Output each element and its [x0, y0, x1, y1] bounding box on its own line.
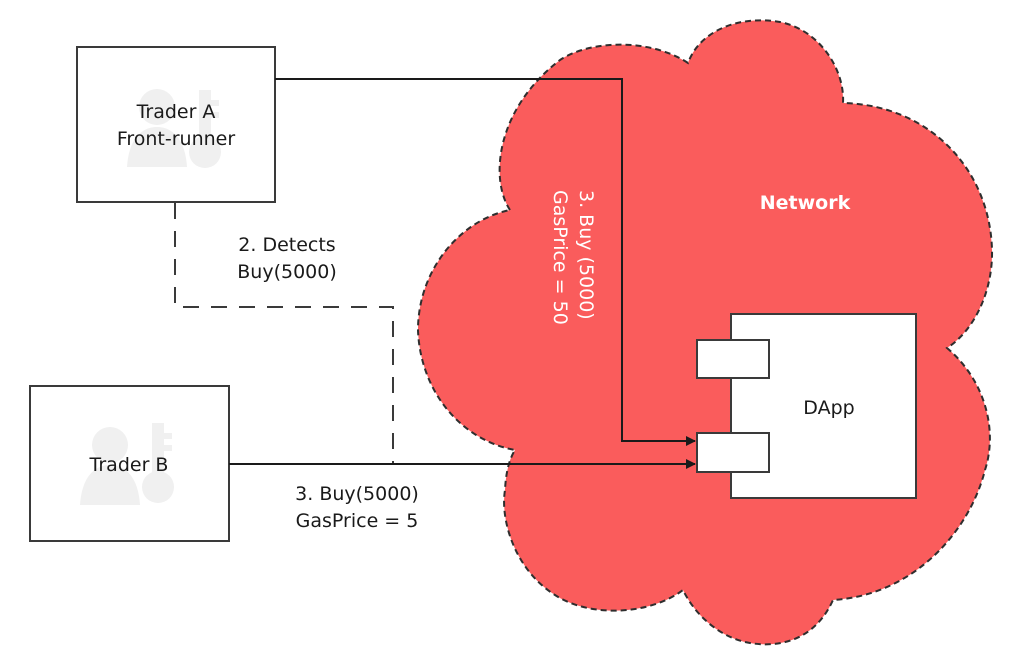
user-key-icon	[127, 89, 221, 168]
buy-b-label-line1: 3. Buy(5000)	[295, 483, 419, 505]
detect-edge: 2. Detects Buy(5000)	[174, 203, 394, 464]
trader-b-box	[29, 385, 230, 542]
detect-label-line1: 2. Detects	[238, 234, 335, 256]
dapp-node[interactable]: DApp	[696, 313, 917, 499]
dapp-port-1	[696, 339, 770, 379]
buy-a-edge: 3. Buy (5000) GasPrice = 50	[275, 78, 696, 446]
buy-a-label-line1: 3. Buy (5000)	[575, 190, 597, 320]
trader-a-title: Trader A	[136, 101, 216, 123]
buy-a-label: 3. Buy (5000) GasPrice = 50	[549, 190, 597, 325]
trader-a-node[interactable]: Trader A Front-runner	[76, 46, 276, 203]
detect-label-line2: Buy(5000)	[237, 261, 337, 283]
buy-a-label-line2: GasPrice = 50	[549, 190, 571, 325]
user-key-icon	[80, 423, 174, 505]
trader-b-title: Trader B	[89, 454, 169, 476]
buy-b-edge: 3. Buy(5000) GasPrice = 5	[229, 459, 696, 532]
network-label: Network	[760, 192, 851, 214]
dapp-port-2	[696, 432, 770, 473]
buy-b-label-line2: GasPrice = 5	[296, 510, 419, 532]
detect-dashed-line	[174, 203, 394, 464]
trader-a-box	[76, 46, 276, 203]
trader-a-role: Front-runner	[117, 128, 236, 150]
trader-b-node[interactable]: Trader B	[29, 385, 230, 542]
dapp-label: DApp	[803, 397, 854, 419]
buy-a-line	[275, 78, 696, 446]
